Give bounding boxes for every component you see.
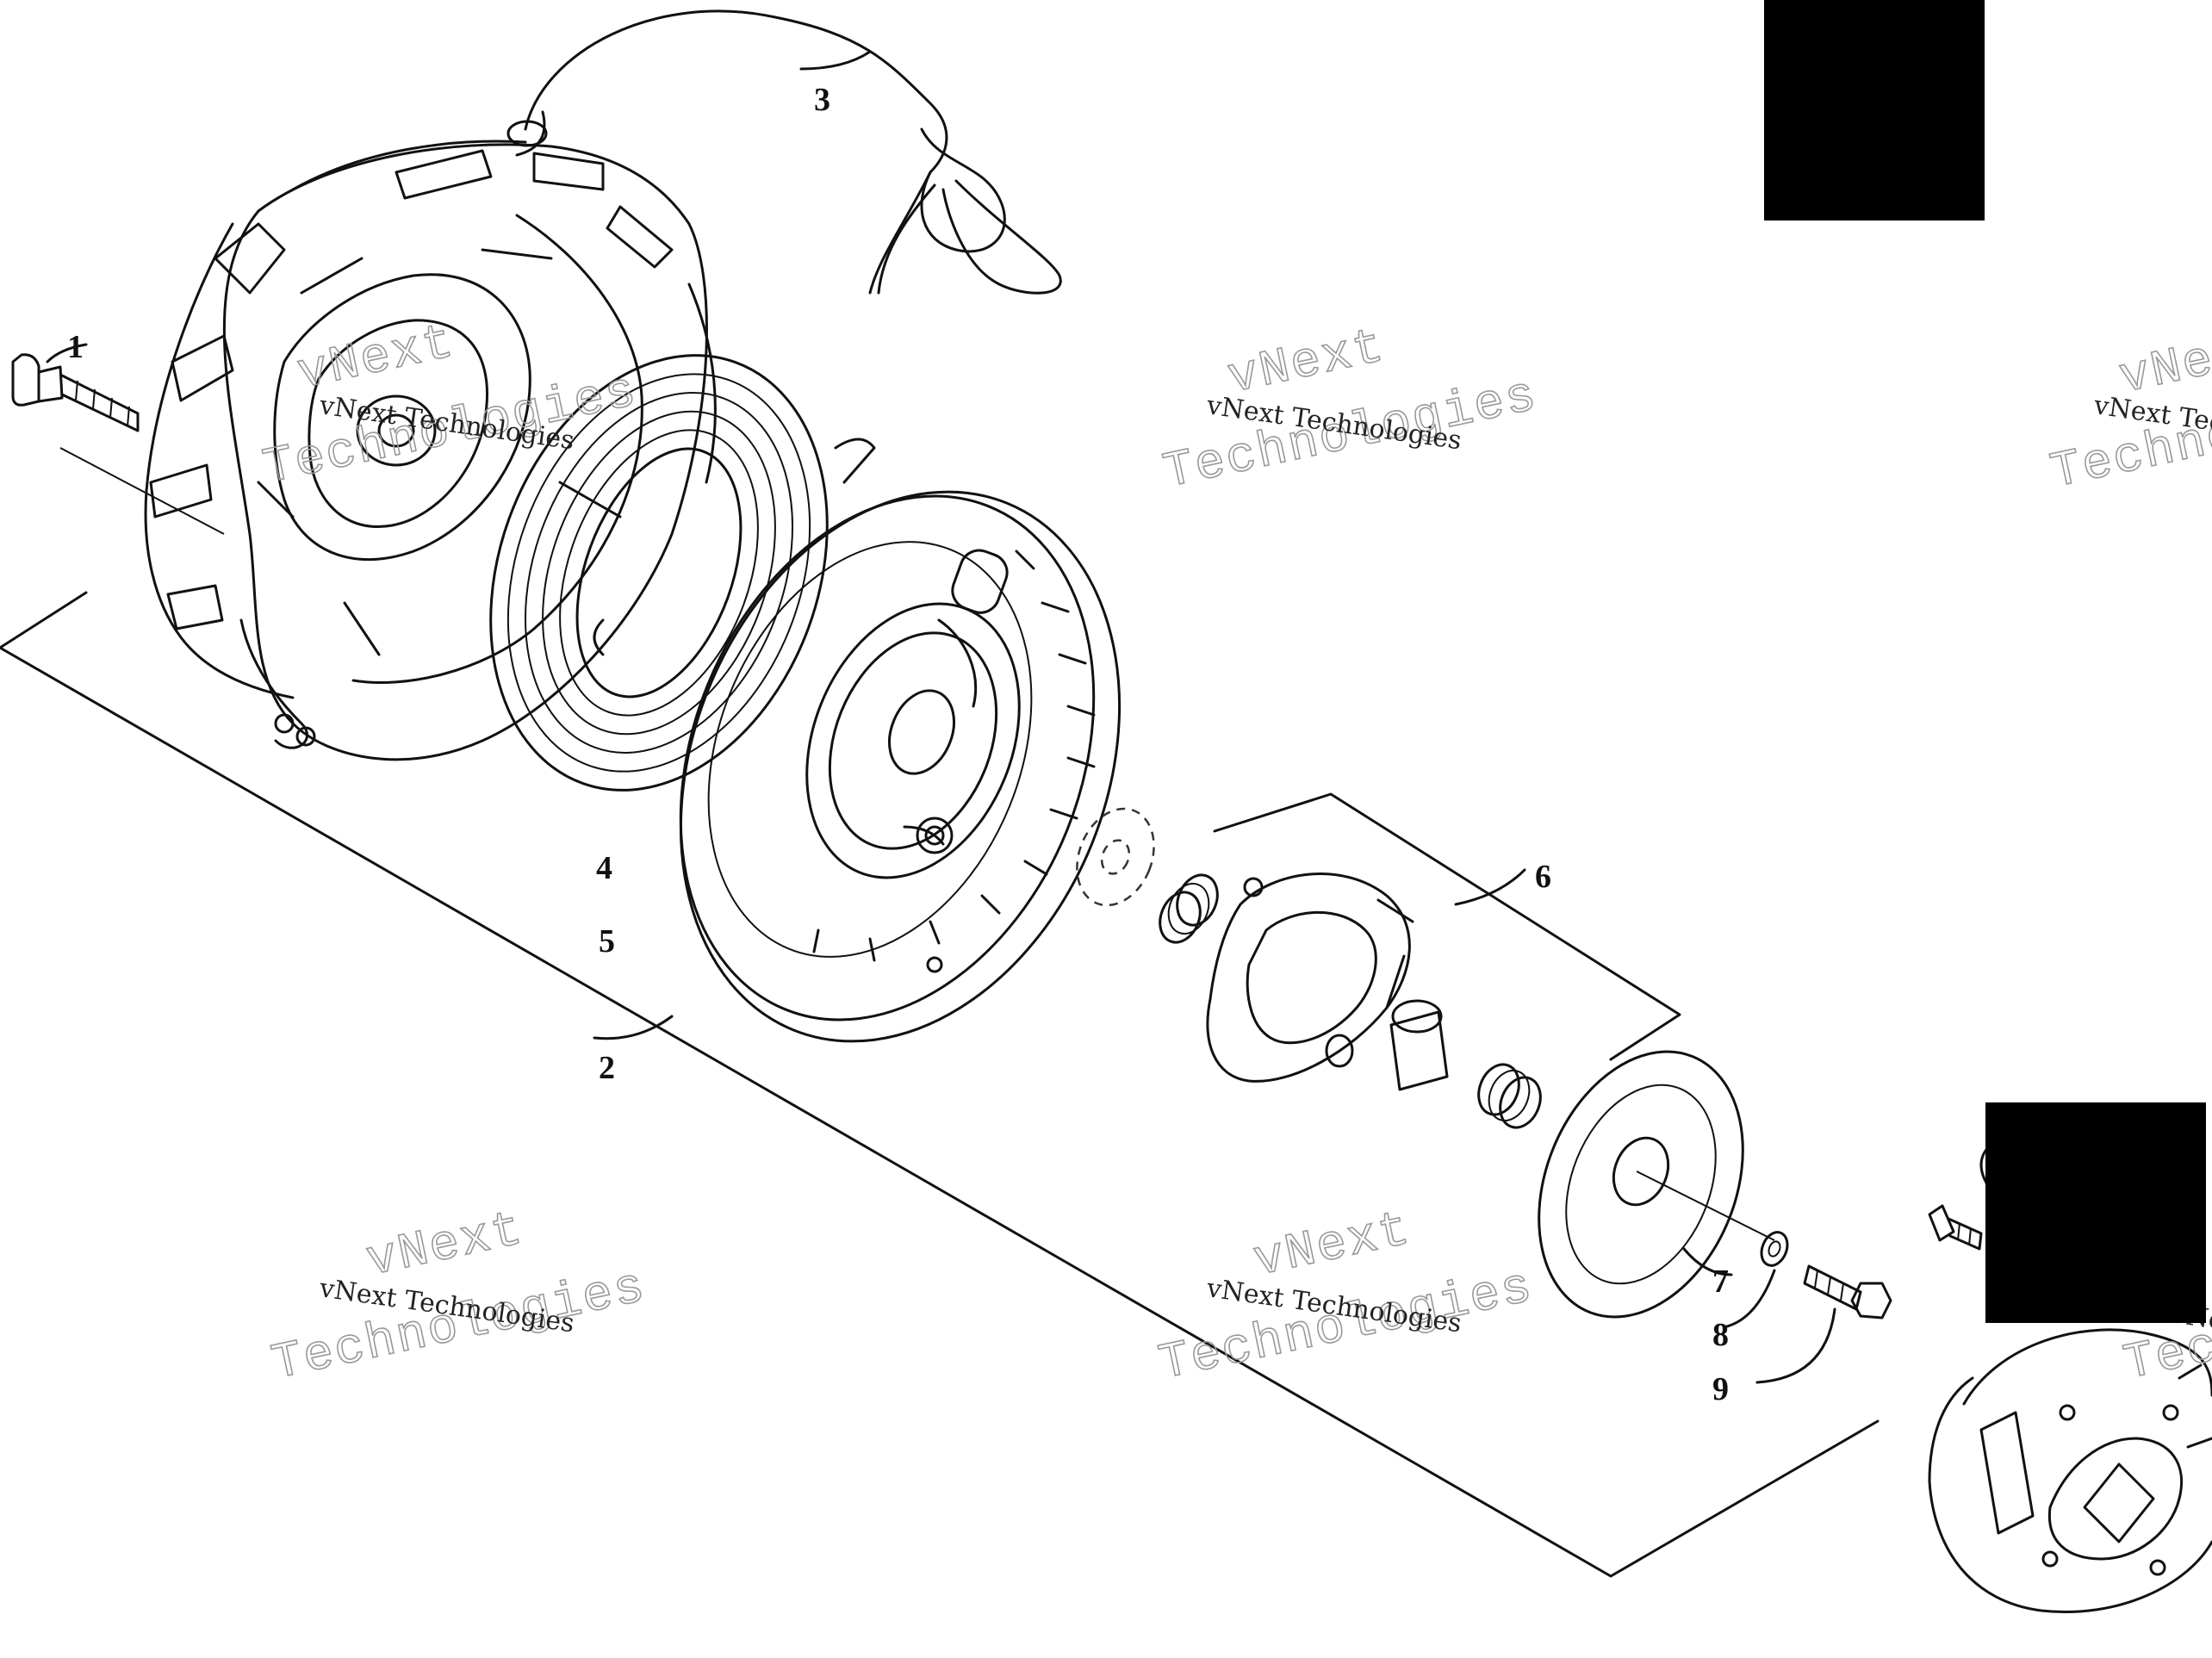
cover-plate-7 (1538, 1050, 1775, 1319)
redaction-box-top-right (1764, 0, 1985, 220)
svg-text:vNext: vNext (362, 1202, 529, 1290)
rope-pulley (679, 490, 1122, 1043)
svg-text:vNext: vNext (1223, 320, 1390, 407)
watermark-top-right: vNext Technologies vNext Technologies (2045, 319, 2212, 502)
drive-cup (1928, 1328, 2212, 1613)
watermark-bottom-left: vNext Technologies vNext Technologies (266, 1202, 651, 1394)
callout-9: 9 (1712, 1371, 1729, 1407)
callout-5: 5 (599, 923, 615, 959)
callout-7: 7 (1712, 1264, 1729, 1300)
callout-6: 6 (1535, 859, 1551, 895)
small-spring (1159, 873, 1219, 944)
starter-rope (506, 9, 1062, 295)
ratchet-assembly (1206, 872, 1542, 1129)
callout-8: 8 (1712, 1317, 1729, 1353)
secondary-bolt (1928, 1144, 1991, 1251)
dashed-washer (1076, 807, 1155, 907)
callout-4: 4 (596, 850, 612, 886)
assembly-bracket-6 (1213, 792, 1681, 1061)
redaction-box-bottom-right (1985, 1102, 2206, 1323)
svg-text:vNext: vNext (2115, 320, 2212, 407)
recoil-spring (489, 354, 876, 792)
bolt-9 (1755, 1264, 1892, 1384)
callout-1: 1 (67, 329, 84, 365)
watermark-bottom-center: vNext Technologies vNext Technologies (1153, 1202, 1538, 1394)
callout-3: 3 (814, 82, 830, 118)
watermark-top-center: vNext Technologies vNext Technologies (1158, 319, 1543, 502)
svg-text:vNext: vNext (1249, 1202, 1416, 1290)
watermark-top-left: vNext Technologies vNext Technologies (258, 314, 643, 498)
bolt-1 (11, 343, 225, 535)
callout-2: 2 (599, 1050, 615, 1086)
assembly-bracket-2 (0, 591, 1880, 1578)
svg-text:vNext: vNext (293, 315, 460, 403)
washer-8 (1725, 1231, 1789, 1328)
